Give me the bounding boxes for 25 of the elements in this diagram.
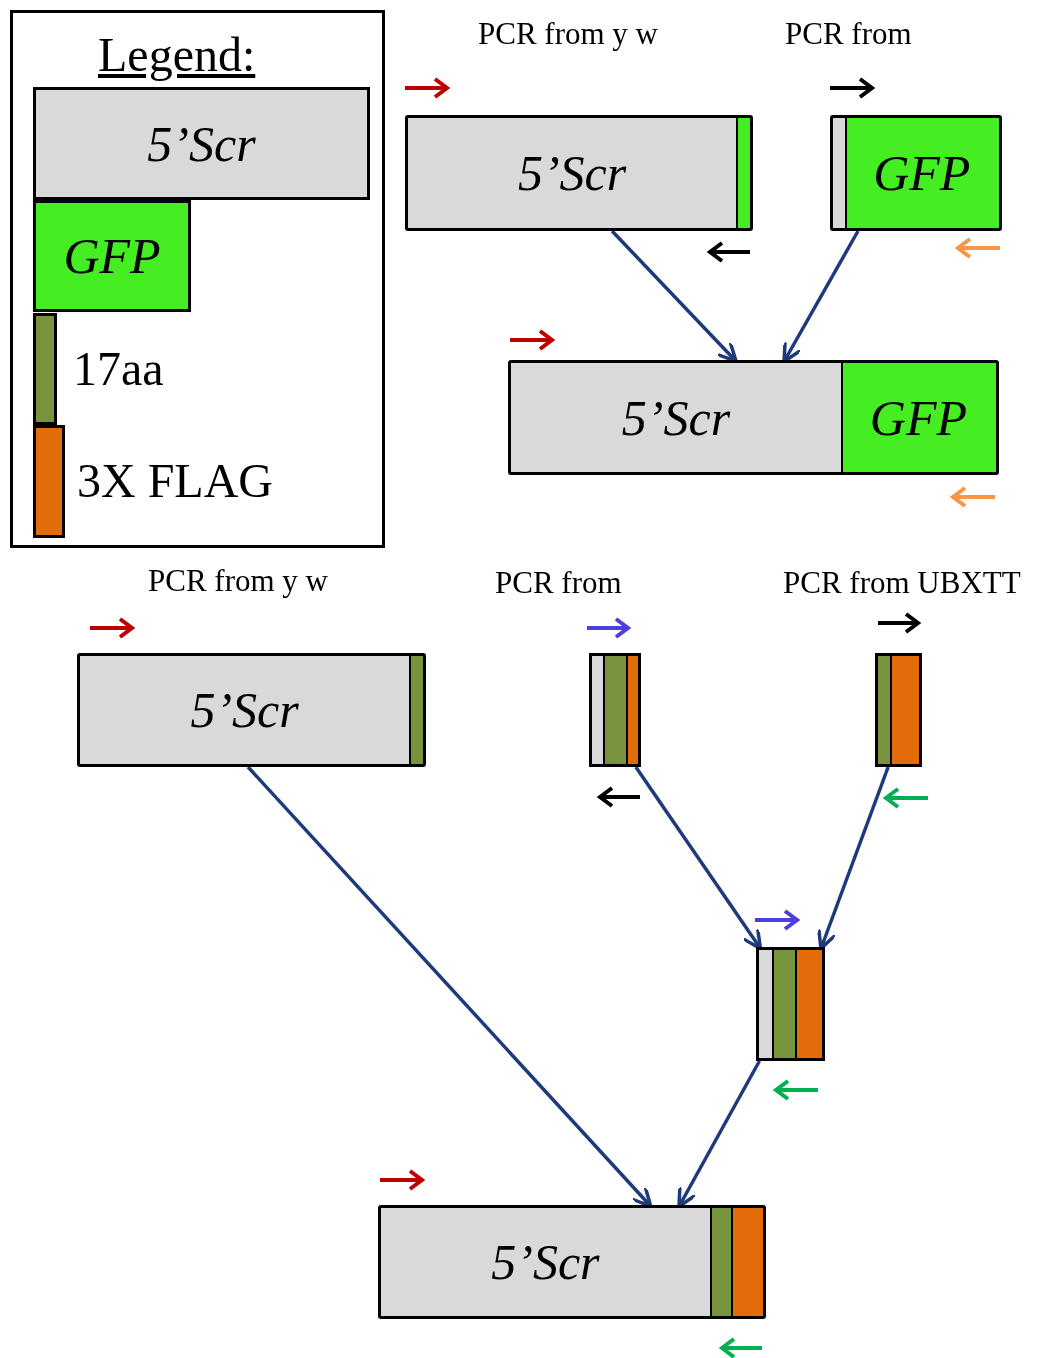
dna-fragment — [378, 1205, 766, 1319]
dna-fragment — [589, 653, 641, 767]
source-label: PCR from y w — [148, 563, 328, 599]
source-label: PCR from UBXTT — [783, 565, 1021, 601]
fragment-label: GFP — [869, 388, 968, 447]
legend-label: 17aa — [73, 341, 164, 396]
fragment-label: 5’Scr — [190, 681, 299, 739]
source-label: PCR from — [785, 16, 912, 52]
fragment-label: 5’Scr — [491, 1233, 600, 1291]
fragment-label: GFP — [873, 144, 971, 202]
dna-fragment — [77, 653, 426, 767]
dna-fragment — [508, 360, 999, 475]
legend-label: 3X FLAG — [77, 453, 273, 508]
dna-fragment — [756, 947, 825, 1061]
legend-label: 5’Scr — [147, 114, 256, 173]
dna-fragment — [875, 653, 922, 767]
fragment-label: 5’Scr — [517, 144, 627, 202]
legend-title: Legend: — [98, 27, 256, 82]
arrow — [634, 766, 763, 951]
dna-fragment — [830, 115, 1002, 231]
fragment-label: 5’Scr — [621, 388, 731, 447]
legend-label: GFP — [63, 227, 161, 285]
dna-fragment — [405, 115, 753, 231]
source-label: PCR from — [495, 565, 622, 601]
source-label: PCR from y w — [478, 16, 658, 52]
